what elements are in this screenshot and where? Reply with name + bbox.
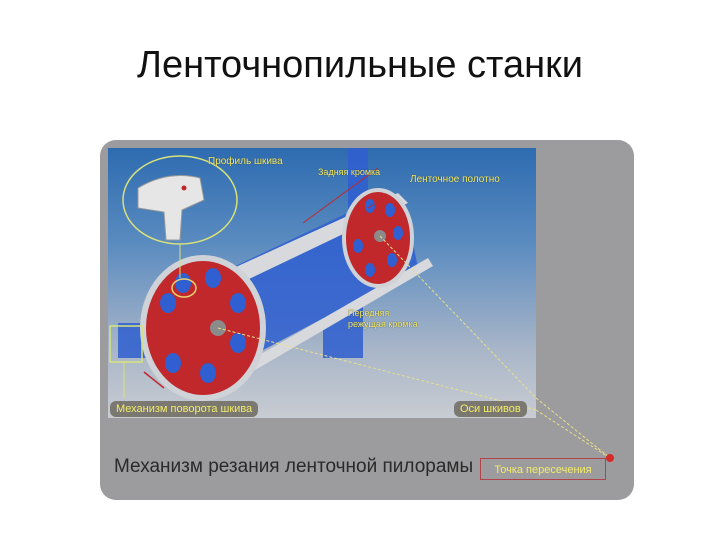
slide-title: Ленточнопильные станки	[137, 44, 583, 86]
machine-illustration: Профиль шкива Задняя кромка Ленточное по…	[108, 148, 536, 418]
label-pulley-axes: Оси шкивов	[454, 401, 527, 417]
figure-caption: Механизм резания ленточной пилорамы	[114, 456, 474, 477]
label-front-cutting-edge-2: режущая кромка	[348, 319, 418, 329]
band-saw-diagram	[109, 148, 536, 411]
label-pulley-profile: Профиль шкива	[208, 156, 283, 167]
label-band-blade: Ленточное полотно	[410, 174, 500, 185]
label-pulley-rotation-mechanism: Механизм поворота шкива	[110, 401, 259, 417]
label-rear-edge: Задняя кромка	[318, 167, 381, 177]
label-intersection-point: Точка пересечения	[480, 458, 606, 480]
label-front-cutting-edge-1: Передняя	[348, 308, 390, 318]
figure-panel: Профиль шкива Задняя кромка Ленточное по…	[100, 140, 634, 500]
intersection-dot	[606, 454, 614, 462]
